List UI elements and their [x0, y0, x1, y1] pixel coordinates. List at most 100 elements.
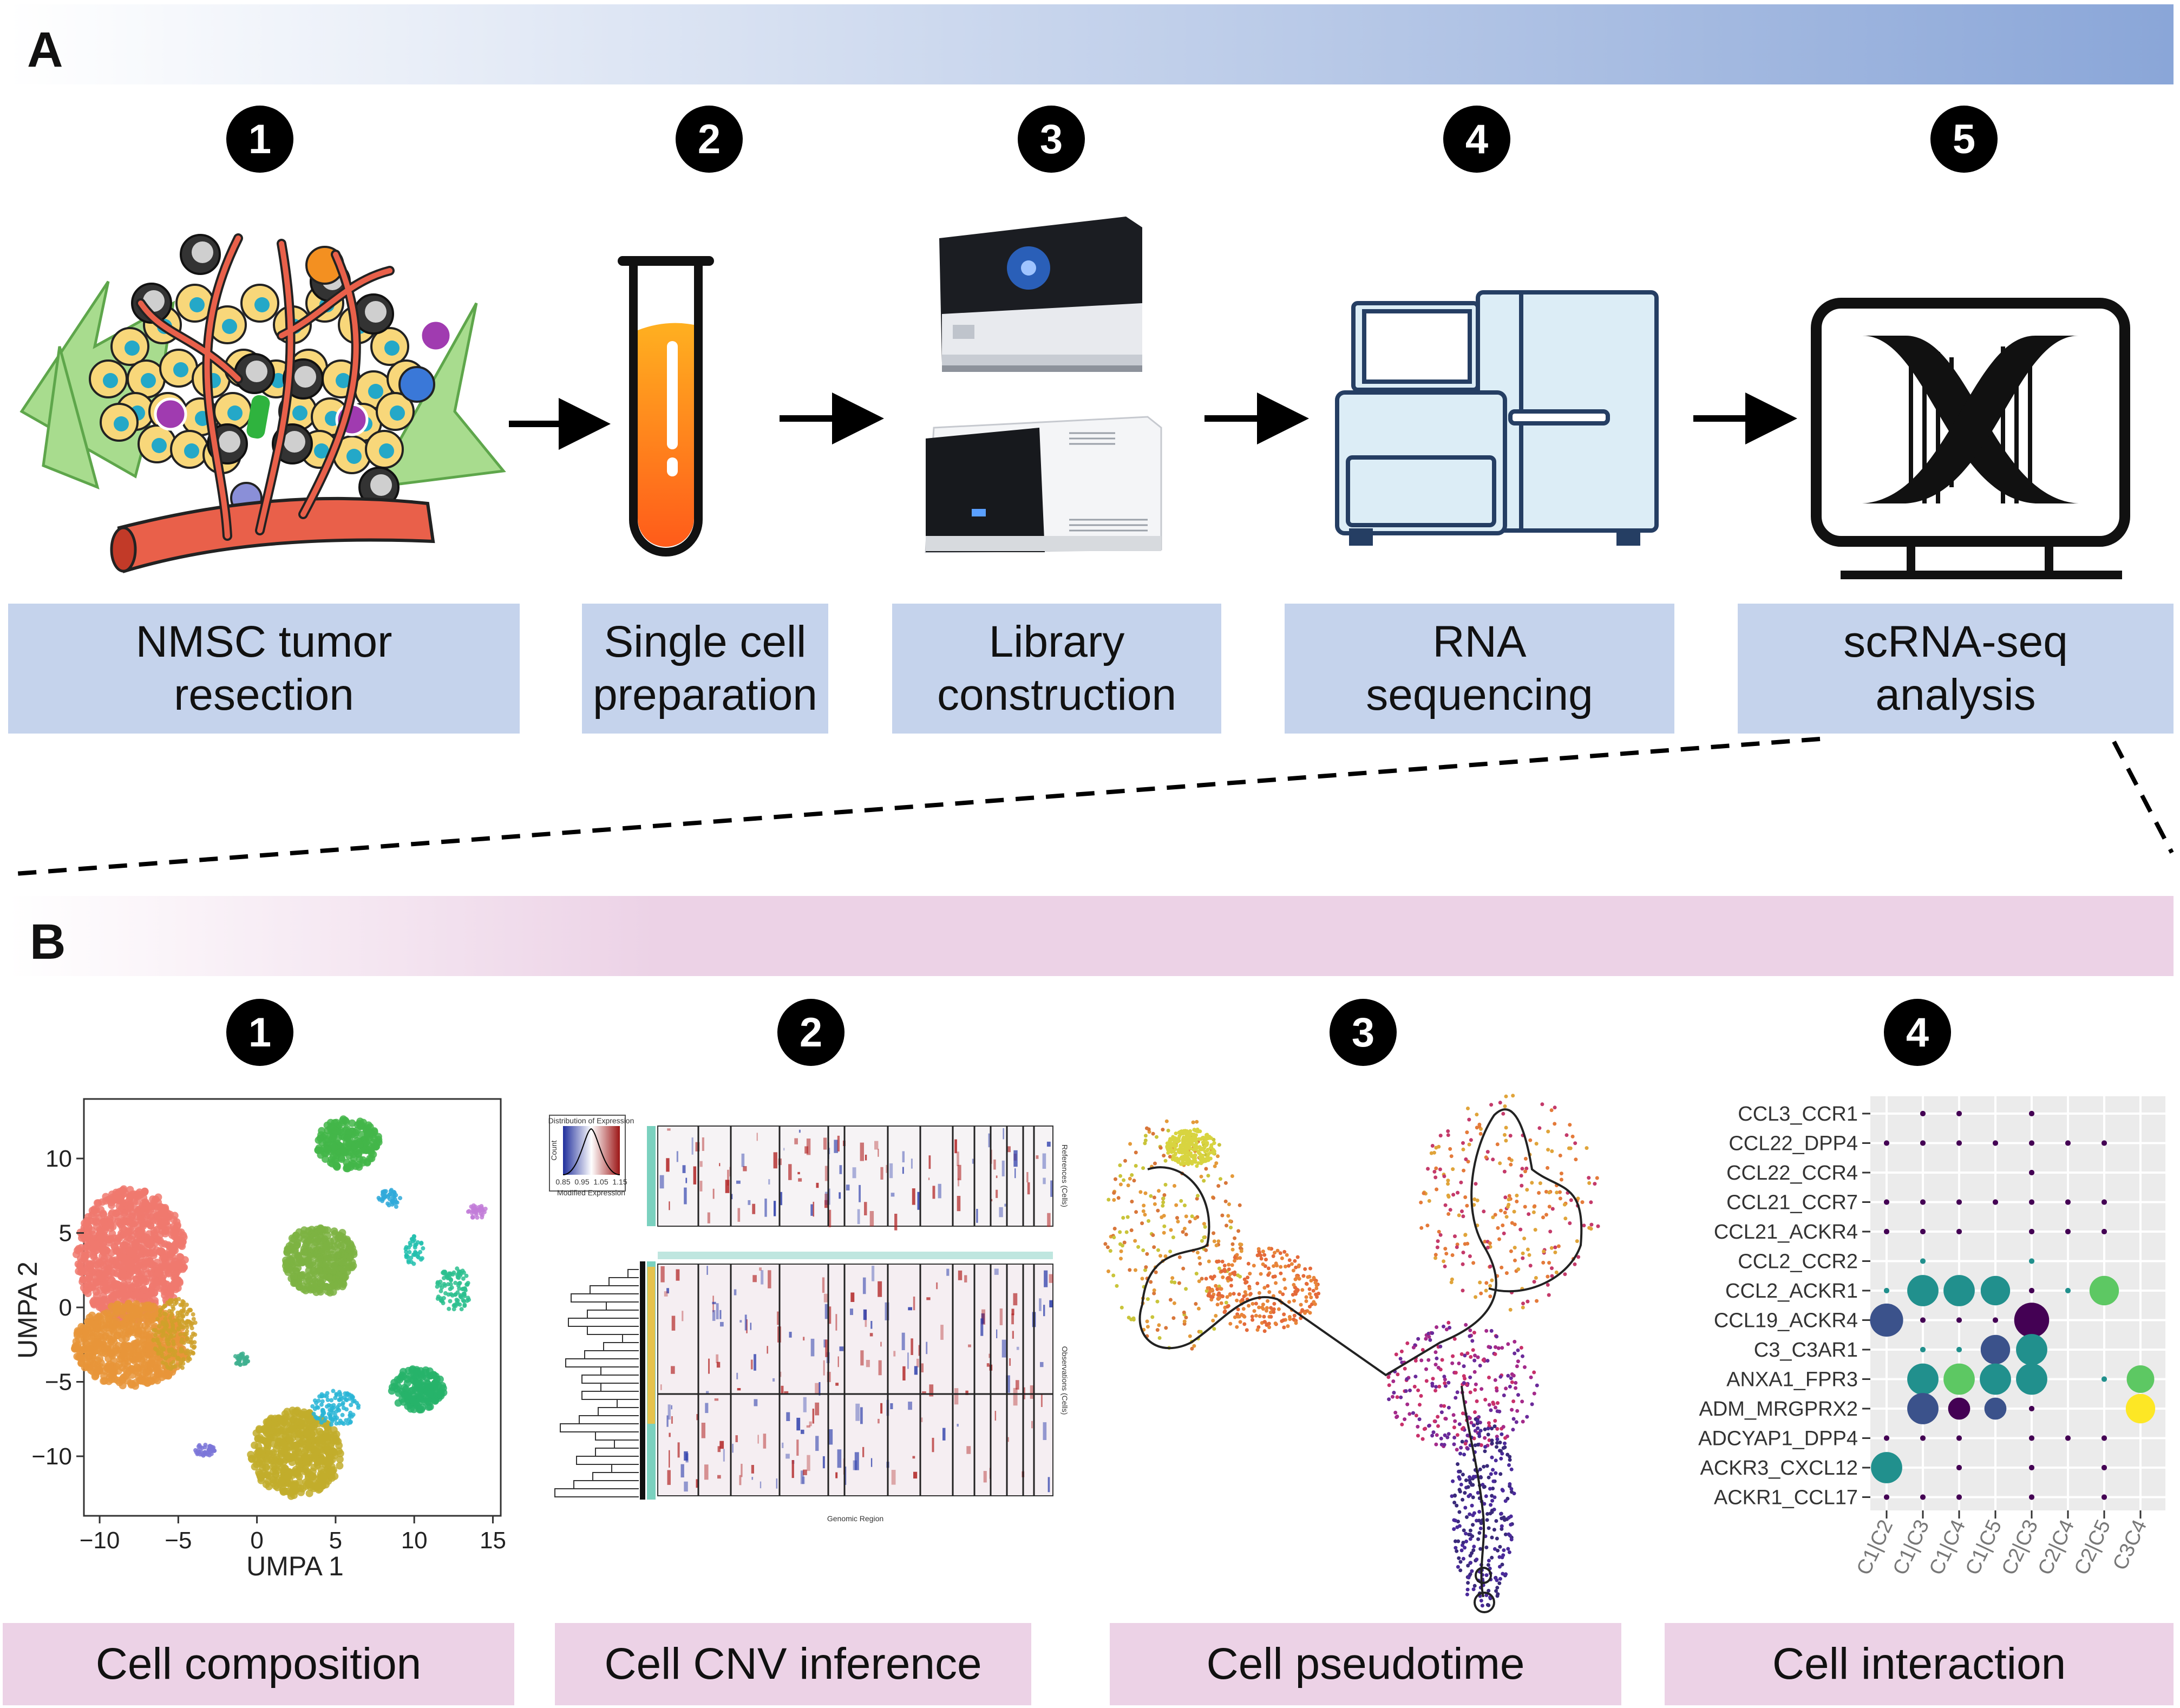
pseudotime-point — [1546, 1274, 1550, 1279]
cnv-signal — [928, 1155, 931, 1169]
umap-point — [160, 1321, 165, 1326]
pseudotime-point — [1211, 1318, 1215, 1323]
cnv-signal — [993, 1159, 996, 1170]
umap-xtick-label: 10 — [401, 1527, 428, 1554]
cnv-signal — [806, 1138, 811, 1155]
pseudotime-point — [1210, 1277, 1215, 1281]
pseudotime-point — [1230, 1174, 1234, 1178]
pseudotime-point — [1483, 1436, 1487, 1440]
cnv-signal — [660, 1384, 662, 1390]
cnv-signal — [702, 1137, 704, 1151]
umap-point — [309, 1473, 317, 1481]
pseudotime-point — [1130, 1200, 1134, 1203]
pseudotime-point — [1236, 1229, 1241, 1233]
cnv-legend-tick: 0.95 — [574, 1177, 589, 1186]
cnv-signal — [907, 1352, 909, 1369]
pseudotime-point — [1411, 1345, 1416, 1350]
pseudotime-point — [1157, 1189, 1161, 1193]
umap-point — [117, 1196, 125, 1203]
cnv-signal — [957, 1424, 959, 1427]
pseudotime-point — [1147, 1127, 1151, 1131]
cnv-signal — [685, 1453, 689, 1463]
pseudotime-point — [1204, 1277, 1208, 1281]
pseudotime-point — [1475, 1125, 1479, 1130]
cnv-signal — [800, 1470, 804, 1484]
pseudotime-cell-group — [1419, 1094, 1600, 1312]
tumor-cell-nucleus — [141, 373, 156, 388]
umap-point — [302, 1458, 310, 1466]
pseudotime-point — [1177, 1281, 1181, 1285]
umap-point — [187, 1357, 192, 1362]
immune-cell-nucleus — [246, 361, 267, 382]
dendrogram-branch — [606, 1301, 639, 1311]
pseudotime-point — [1407, 1412, 1412, 1416]
pseudotime-point — [1143, 1213, 1147, 1217]
tumor-cell-nucleus — [379, 443, 394, 459]
umap-point — [173, 1353, 178, 1358]
pseudotime-point — [1112, 1235, 1116, 1240]
pseudotime-point — [1500, 1346, 1504, 1350]
cnv-signal — [852, 1167, 856, 1179]
cnv-signal — [757, 1435, 759, 1444]
pseudotime-point — [1190, 1214, 1194, 1219]
pseudotime-point — [1503, 1104, 1507, 1108]
umap-ytick-label: −5 — [45, 1369, 72, 1396]
umap-point — [120, 1322, 128, 1330]
pseudotime-point — [1422, 1427, 1426, 1431]
dendrogram-branch — [590, 1285, 639, 1294]
umap-point — [156, 1247, 165, 1255]
cnv-signal — [976, 1209, 978, 1223]
pseudotime-point — [1515, 1364, 1519, 1369]
pseudotime-point — [1452, 1442, 1456, 1447]
pseudotime-point — [1489, 1472, 1493, 1476]
pseudotime-point — [1436, 1365, 1441, 1370]
pseudotime-point — [1461, 1251, 1465, 1255]
umap-cluster — [435, 1266, 471, 1312]
pseudotime-point — [1266, 1299, 1269, 1303]
umap-point — [408, 1240, 413, 1245]
umap-point — [416, 1255, 421, 1260]
pseudotime-point — [1419, 1200, 1423, 1205]
cnv-signal — [748, 1200, 751, 1205]
umap-point — [271, 1462, 279, 1470]
umap-point — [455, 1301, 460, 1306]
pseudotime-point — [1455, 1390, 1459, 1395]
pseudotime-point — [1471, 1548, 1476, 1553]
umap-cluster — [310, 1389, 361, 1427]
umap-point — [167, 1291, 175, 1299]
immune-cell-nucleus — [294, 366, 316, 388]
umap-xtick-label: 0 — [250, 1527, 263, 1554]
umap-point — [78, 1267, 86, 1275]
pseudotime-point — [1435, 1245, 1439, 1249]
dendrogram-branch — [581, 1391, 639, 1400]
umap-point — [362, 1139, 370, 1147]
umap-point — [161, 1346, 166, 1351]
pseudotime-point — [1523, 1156, 1528, 1161]
cnv-signal — [716, 1362, 721, 1368]
cnv-signal — [850, 1292, 855, 1302]
pseudotime-point — [1446, 1182, 1450, 1186]
pseudotime-point — [1491, 1487, 1495, 1490]
umap-point — [300, 1235, 309, 1244]
pseudotime-point — [1475, 1113, 1479, 1117]
pseudotime-point — [1437, 1144, 1441, 1149]
dendrogram-branch — [611, 1464, 639, 1473]
pseudotime-point — [1216, 1184, 1221, 1188]
cnv-signal — [720, 1321, 724, 1327]
umap-point — [126, 1220, 134, 1228]
umap-point — [89, 1231, 97, 1239]
pseudotime-point — [1246, 1261, 1251, 1266]
umap-point — [147, 1377, 155, 1385]
umap-point — [171, 1339, 175, 1344]
pseudotime-point — [1303, 1267, 1307, 1271]
pseudotime-point — [1487, 1403, 1491, 1407]
umap-point — [319, 1402, 324, 1407]
pseudotime-point — [1251, 1318, 1255, 1322]
pseudotime-point — [1196, 1306, 1201, 1311]
pseudotime-point — [1433, 1363, 1438, 1367]
pseudotime-point — [1468, 1537, 1472, 1541]
umap-point — [121, 1189, 129, 1197]
umap-point — [356, 1141, 364, 1149]
cnv-signal — [1040, 1362, 1044, 1367]
